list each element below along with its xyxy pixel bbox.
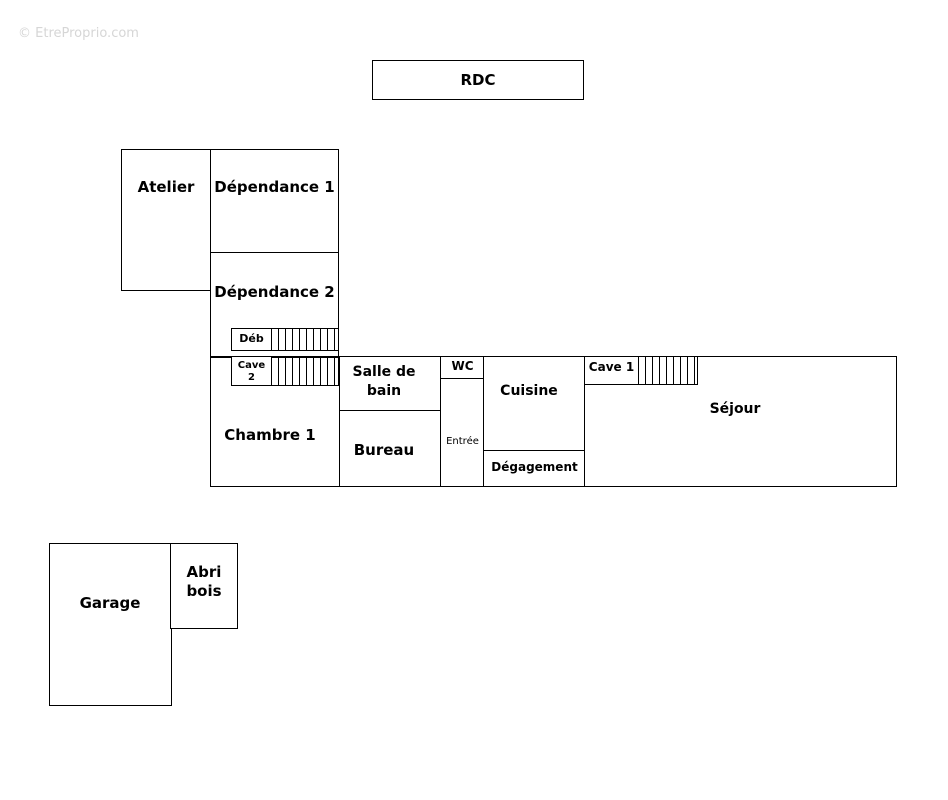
- room-dependance-1: [210, 149, 339, 254]
- room-sejour-label: Séjour: [709, 401, 761, 417]
- room-cave-1: [584, 356, 639, 385]
- room-entree: [440, 378, 485, 487]
- room-bureau-label: Bureau: [353, 441, 415, 459]
- room-cave-2: [231, 356, 272, 386]
- room-atelier-label: Atelier: [137, 178, 195, 196]
- room-garage: [49, 543, 172, 706]
- room-cuisine: [483, 356, 586, 452]
- room-abri-bois-label: Abri bois: [186, 563, 222, 600]
- stairs-upper: [271, 328, 339, 351]
- room-atelier: [121, 149, 212, 291]
- watermark: © EtreProprio.com: [18, 26, 139, 41]
- room-abri-bois: [170, 543, 238, 629]
- room-garage-label: Garage: [79, 594, 141, 612]
- room-dependance-2-label: Dépendance 2: [214, 283, 335, 301]
- room-sejour: [584, 356, 897, 487]
- room-degagement: [483, 450, 586, 487]
- room-cuisine-label: Cuisine: [500, 383, 558, 399]
- room-cave-1-label: Cave 1: [588, 360, 635, 374]
- room-cave-2-label: Cave 2: [237, 360, 266, 383]
- room-chambre-1-label: Chambre 1: [224, 426, 316, 444]
- stairs-lower: [271, 356, 339, 386]
- room-chambre-1: [210, 356, 340, 487]
- room-deb-label: Déb: [239, 332, 264, 345]
- room-dependance-1-label: Dépendance 1: [214, 178, 335, 196]
- room-degagement-label: Dégagement: [491, 460, 578, 474]
- stairs-cave-1: [638, 356, 698, 385]
- room-salle-de-bain-label: Salle de bain: [352, 364, 416, 399]
- room-wc-label: WC: [451, 359, 474, 373]
- floor-title: RDC: [372, 60, 584, 100]
- room-entree-label: Entrée: [446, 436, 479, 447]
